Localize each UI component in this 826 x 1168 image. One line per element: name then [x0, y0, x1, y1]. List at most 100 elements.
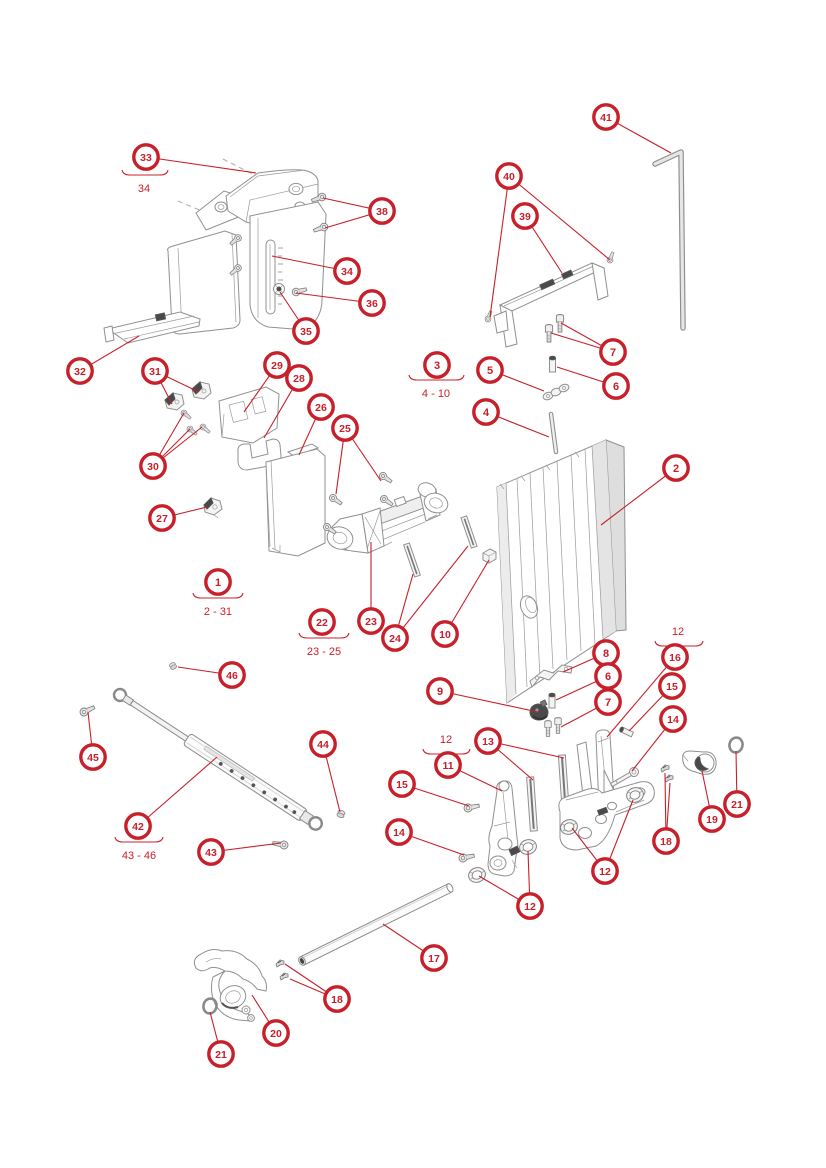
svg-text:8: 8 — [603, 648, 609, 660]
callout-17: 17 — [382, 923, 448, 972]
callout-20: 20 — [251, 994, 290, 1047]
part-nut-46 — [168, 661, 178, 671]
part-housing-body — [167, 158, 327, 335]
part-screw-40a — [483, 309, 494, 324]
svg-text:6: 6 — [605, 671, 611, 683]
callout-34: 34 — [271, 255, 361, 285]
svg-text:28: 28 — [293, 373, 305, 385]
svg-text:9: 9 — [437, 686, 443, 698]
part-bushing-12c — [466, 865, 488, 885]
part-ring-21b — [202, 997, 218, 1015]
callout-38: 38 — [322, 197, 396, 229]
svg-text:43 - 46: 43 - 46 — [122, 850, 156, 862]
svg-text:34: 34 — [341, 266, 353, 278]
part-bracket-29 — [218, 386, 280, 444]
svg-text:24: 24 — [389, 633, 401, 645]
svg-text:13: 13 — [482, 736, 494, 748]
callout-29: 29 — [243, 351, 291, 413]
part-hexkey-41 — [652, 149, 686, 331]
svg-text:32: 32 — [74, 366, 86, 378]
callout-12: 12 — [571, 799, 634, 885]
part-spacer-6-top — [549, 355, 556, 373]
part-spacer-6b — [548, 692, 556, 709]
callout-44: 44 — [309, 730, 341, 813]
callout-6: 6 — [556, 366, 630, 400]
svg-text:27: 27 — [156, 513, 168, 525]
callout-14: 14 — [385, 818, 465, 856]
callout-39: 39 — [511, 202, 563, 274]
svg-text:1: 1 — [215, 577, 221, 589]
part-knob-19 — [682, 750, 717, 775]
svg-text:33: 33 — [140, 152, 152, 164]
callout-1: 2 - 31 1 — [192, 568, 244, 618]
svg-text:30: 30 — [147, 461, 159, 473]
callout-15: 15 — [388, 770, 470, 807]
part-screw-7b — [555, 313, 565, 333]
group-label-12: 12 — [654, 626, 704, 647]
part-pin-4 — [548, 411, 559, 455]
svg-text:4: 4 — [483, 407, 490, 419]
callout-18: 18 — [652, 772, 680, 855]
part-block-10 — [482, 548, 497, 564]
svg-text:34: 34 — [138, 183, 150, 195]
svg-text:2 - 31: 2 - 31 — [204, 606, 232, 618]
part-plate-26 — [265, 443, 326, 557]
part-rail-32 — [103, 311, 201, 344]
part-screw-7d — [554, 717, 562, 734]
svg-text:7: 7 — [605, 697, 611, 709]
part-clips-31 — [164, 381, 212, 411]
svg-text:6: 6 — [613, 381, 619, 393]
callout-18: 18 — [284, 963, 351, 1013]
svg-text:25: 25 — [339, 423, 351, 435]
part-screw-25b — [377, 470, 394, 486]
callout-32: 32 — [66, 335, 140, 385]
callout-43: 43 — [197, 838, 282, 866]
callout-27: 27 — [148, 504, 208, 532]
svg-text:17: 17 — [428, 953, 440, 965]
callout-11: 11 — [434, 751, 503, 792]
svg-text:26: 26 — [315, 402, 327, 414]
svg-text:23 - 25: 23 - 25 — [307, 646, 341, 658]
callout-14: 14 — [631, 705, 687, 772]
svg-text:35: 35 — [300, 326, 312, 338]
svg-text:12: 12 — [440, 734, 452, 746]
part-clip-27 — [203, 497, 223, 519]
part-gasspring-42 — [112, 687, 323, 831]
svg-text:41: 41 — [600, 112, 612, 124]
callout-31: 31 — [141, 357, 200, 405]
callout-3: 4 - 103 — [408, 351, 465, 400]
svg-text:20: 20 — [270, 1028, 282, 1040]
svg-text:29: 29 — [271, 360, 283, 372]
callout-25: 25 — [331, 414, 382, 495]
callout-9: 9 — [426, 677, 539, 713]
svg-text:5: 5 — [487, 365, 493, 377]
part-ring-21a — [728, 736, 744, 754]
svg-text:23: 23 — [365, 616, 377, 628]
svg-text:42: 42 — [132, 821, 144, 833]
callout-7: 7 — [560, 688, 622, 728]
svg-text:12: 12 — [672, 626, 684, 638]
svg-text:10: 10 — [439, 629, 451, 641]
part-extrusion-2 — [496, 439, 627, 704]
callout-41: 41 — [592, 103, 672, 154]
part-screw-15c — [462, 801, 481, 814]
callout-12: 12 — [478, 850, 544, 920]
svg-text:46: 46 — [226, 670, 238, 682]
callout-46: 46 — [177, 661, 246, 689]
svg-text:45: 45 — [87, 752, 99, 764]
part-clip-18a — [660, 764, 670, 773]
svg-text:12: 12 — [599, 866, 611, 878]
part-screw-30a — [179, 408, 193, 422]
svg-text:18: 18 — [660, 836, 672, 848]
svg-text:39: 39 — [519, 211, 531, 223]
svg-text:43: 43 — [205, 847, 217, 859]
part-carriage-23 — [326, 482, 449, 554]
svg-text:36: 36 — [366, 298, 378, 310]
part-screw-25c — [378, 493, 395, 509]
callout-19: 19 — [698, 770, 726, 833]
part-link-5 — [542, 383, 570, 401]
svg-text:18: 18 — [331, 994, 343, 1006]
callout-2: 2 — [600, 454, 690, 526]
